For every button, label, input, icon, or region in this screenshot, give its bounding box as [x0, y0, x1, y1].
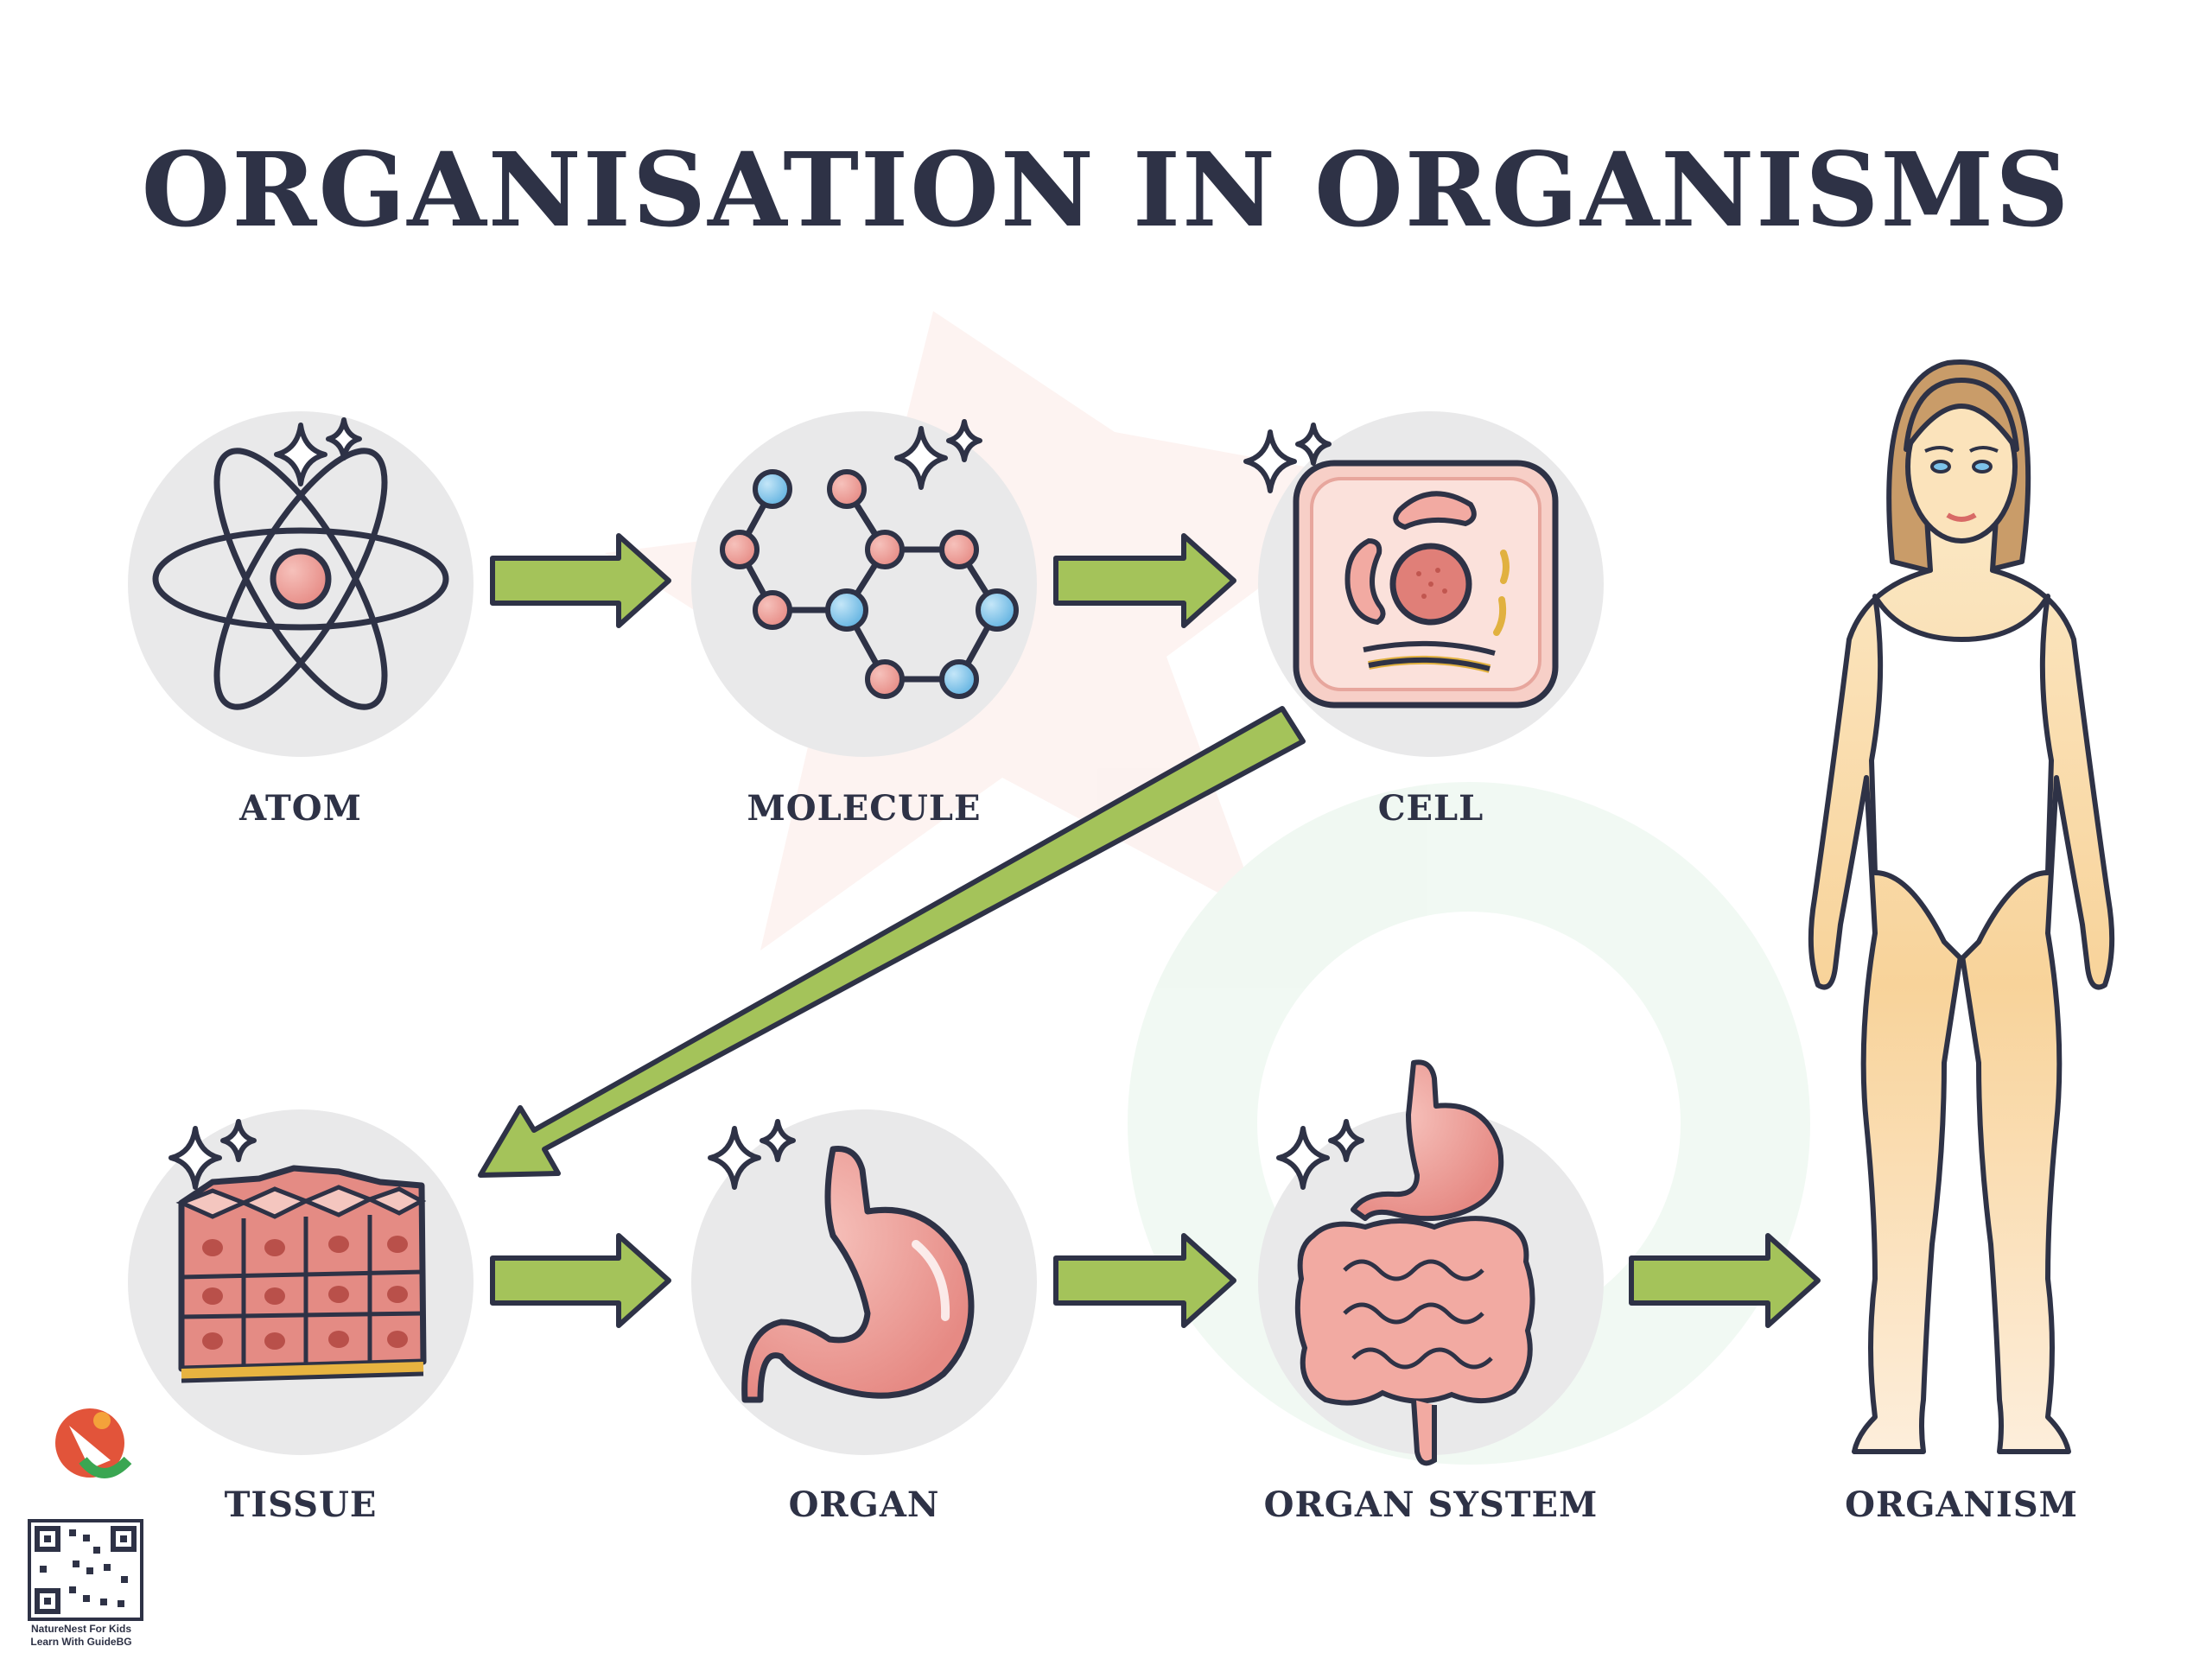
- arrow-molecule-to-cell: [1053, 533, 1236, 628]
- arrow-tissue-to-organ: [490, 1233, 671, 1328]
- arrow-organ-to-organ-system: [1053, 1233, 1236, 1328]
- arrow-organ-system-to-organism: [1629, 1233, 1821, 1328]
- tissue-icon: [128, 1109, 474, 1455]
- branding-text: NatureNest For Kids Learn With GuideBG: [3, 1623, 159, 1649]
- arrow-atom-to-molecule: [490, 533, 671, 628]
- sparkle-icon: [1243, 423, 1332, 493]
- label-tissue: TISSUE: [224, 1484, 378, 1525]
- label-molecule: MOLECULE: [747, 788, 982, 829]
- label-organ: ORGAN: [788, 1484, 940, 1525]
- label-atom: ATOM: [239, 788, 362, 829]
- sparkle-icon: [894, 419, 982, 490]
- face-details: [1924, 446, 1999, 522]
- atom-icon: [128, 411, 474, 757]
- label-organ-system: ORGAN SYSTEM: [1263, 1484, 1599, 1525]
- sparkle-icon: [168, 1119, 257, 1190]
- arrow-cell-to-tissue: [478, 706, 1306, 1178]
- sparkle-icon: [274, 417, 362, 486]
- branding-line-1: NatureNest For Kids: [30, 1623, 132, 1635]
- logo-icon: [55, 1408, 132, 1478]
- qr-code-icon: [28, 1519, 143, 1621]
- human-body-icon: [1808, 359, 2115, 1454]
- label-organism: ORGANISM: [1845, 1484, 2078, 1525]
- branding-line-2: Learn With GuideBG: [30, 1636, 132, 1648]
- molecule-icon: [691, 411, 1037, 757]
- cell-icon: [1258, 411, 1604, 757]
- digestive-system-icon: [1258, 1059, 1604, 1466]
- sparkle-icon: [1276, 1119, 1364, 1190]
- page-title: ORGANISATION IN ORGANISMS: [141, 130, 2071, 250]
- label-cell: CELL: [1377, 788, 1484, 829]
- sparkle-icon: [708, 1119, 796, 1190]
- stomach-icon: [691, 1109, 1037, 1455]
